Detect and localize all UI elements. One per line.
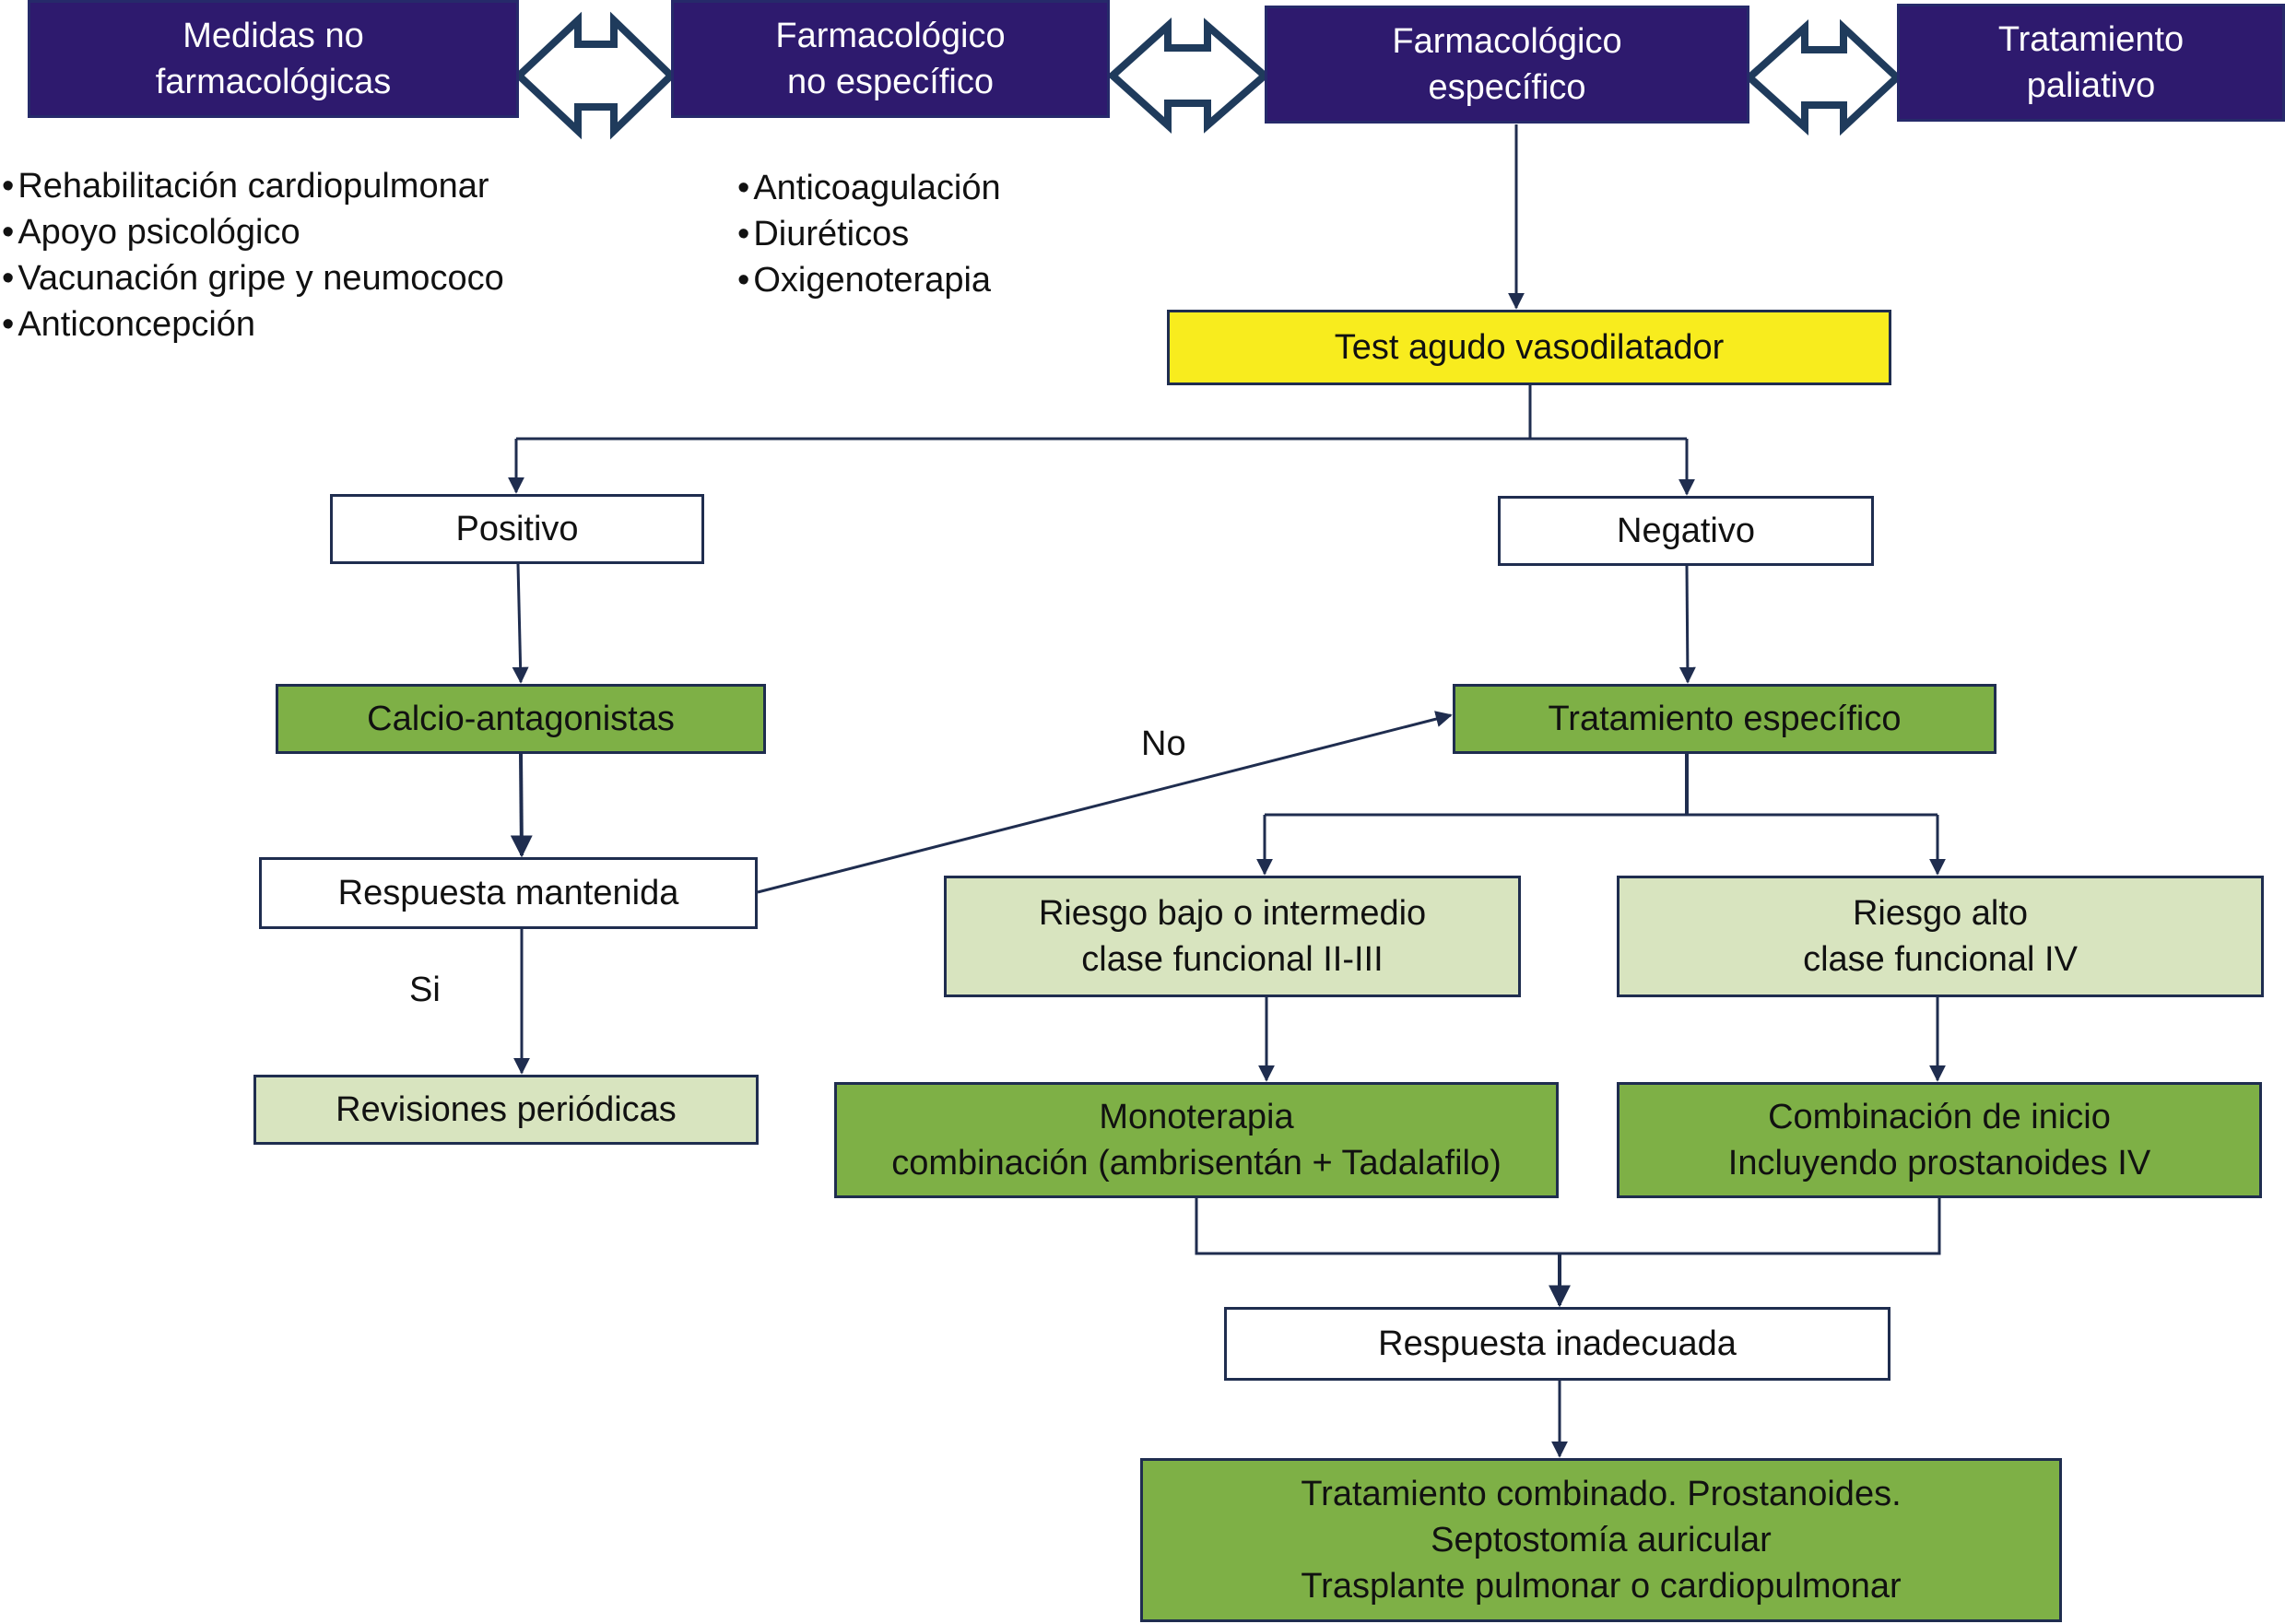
node-respuesta-inadecuada: Respuesta inadecuada — [1224, 1307, 1890, 1381]
header-farm-especifico: Farmacológico específico — [1265, 6, 1749, 124]
node-riesgo-alto-line1: Riesgo alto — [1852, 893, 2029, 933]
node-test-agudo-label: Test agudo vasodilatador — [1334, 327, 1725, 367]
node-tratamiento-final-line1: Tratamiento combinado. Prostanoides. — [1301, 1474, 1902, 1513]
node-respuesta-mantenida: Respuesta mantenida — [259, 857, 758, 929]
list-item: Anticoagulación — [737, 165, 1000, 211]
node-riesgo-bajo-line2: clase funcional II-III — [1081, 940, 1384, 979]
node-positivo: Positivo — [330, 494, 704, 564]
line-merge — [1195, 1198, 1941, 1255]
node-revisiones-periodicas: Revisiones periódicas — [253, 1075, 759, 1145]
node-riesgo-alto: Riesgo alto clase funcional IV — [1617, 876, 2264, 997]
double-arrow-2 — [1107, 18, 1271, 134]
node-riesgo-bajo: Riesgo bajo o intermedio clase funcional… — [944, 876, 1521, 997]
list-item: Diuréticos — [737, 211, 1001, 257]
node-tratamiento-final-line3: Trasplante pulmonar o cardiopulmonar — [1301, 1567, 1902, 1606]
node-monoterapia: Monoterapia combinación (ambrisentán + T… — [834, 1082, 1559, 1198]
header-farm-no-especifico: Farmacológico no específico — [671, 0, 1110, 118]
list-item: Apoyo psicológico — [2, 209, 504, 255]
node-negativo-label: Negativo — [1617, 511, 1755, 550]
node-tratamiento-especifico: Tratamiento específico — [1453, 684, 1996, 754]
node-calcio-antagonistas: Calcio-antagonistas — [276, 684, 766, 754]
node-respuesta-mantenida-label: Respuesta mantenida — [337, 873, 679, 912]
header-no-farmacologicas-line2: farmacológicas — [155, 63, 392, 101]
node-test-agudo: Test agudo vasodilatador — [1167, 310, 1891, 385]
edge-label-si: Si — [409, 971, 441, 1009]
edge-label-no: No — [1141, 724, 1186, 763]
list-item: Anticoncepción — [2, 301, 504, 347]
list-no-farmacologicas: Rehabilitación cardiopulmonar Apoyo psic… — [2, 163, 504, 347]
arrow-no-to-tratamiento — [757, 711, 1453, 894]
node-calcio-antagonistas-label: Calcio-antagonistas — [367, 699, 675, 738]
double-arrow-3 — [1744, 18, 1902, 136]
header-no-farmacologicas-line1: Medidas no — [183, 16, 364, 55]
arrow-positivo-to-calcio — [512, 563, 529, 684]
node-combinacion-inicio: Combinación de inicio Incluyendo prostan… — [1617, 1082, 2262, 1198]
node-riesgo-alto-line2: clase funcional IV — [1803, 940, 2078, 979]
node-monoterapia-line2: combinación (ambrisentán + Tadalafilo) — [891, 1144, 1502, 1183]
list-farm-no-especifico: Anticoagulación Diuréticos Oxigenoterapi… — [737, 165, 1001, 303]
list-item: Rehabilitación cardiopulmonar — [2, 163, 504, 209]
header-paliativo-line1: Tratamiento — [1997, 19, 2185, 59]
header-farm-no-especifico-line1: Farmacológico — [775, 16, 1006, 55]
node-monoterapia-line1: Monoterapia — [1099, 1097, 1294, 1136]
header-farm-especifico-line1: Farmacológico — [1392, 21, 1622, 61]
node-revisiones-periodicas-label: Revisiones periódicas — [336, 1089, 677, 1129]
arrow-negativo-to-tratamiento — [1678, 565, 1696, 684]
list-item: Oxigenoterapia — [737, 257, 1001, 303]
header-paliativo: Tratamiento paliativo — [1897, 4, 2285, 122]
node-combinacion-inicio-line2: Incluyendo prostanoides IV — [1727, 1144, 2151, 1183]
node-tratamiento-especifico-label: Tratamiento específico — [1548, 699, 1902, 738]
header-paliativo-line2: paliativo — [2026, 66, 2156, 105]
header-farm-no-especifico-line2: no específico — [787, 63, 994, 101]
node-respuesta-inadecuada-label: Respuesta inadecuada — [1378, 1324, 1737, 1363]
list-item: Vacunación gripe y neumococo — [2, 255, 503, 301]
node-tratamiento-final-line2: Septostomía auricular — [1431, 1520, 1772, 1559]
arrow-calcio-to-respuesta — [510, 753, 533, 858]
node-tratamiento-final: Tratamiento combinado. Prostanoides. Sep… — [1140, 1458, 2062, 1622]
node-negativo: Negativo — [1498, 496, 1874, 566]
node-riesgo-bajo-line1: Riesgo bajo o intermedio — [1038, 893, 1427, 933]
header-farm-especifico-line2: específico — [1428, 68, 1586, 107]
header-no-farmacologicas: Medidas no farmacológicas — [28, 0, 519, 118]
node-combinacion-inicio-line1: Combinación de inicio — [1768, 1097, 2111, 1136]
node-positivo-label: Positivo — [455, 509, 579, 548]
double-arrow-1 — [513, 11, 677, 140]
